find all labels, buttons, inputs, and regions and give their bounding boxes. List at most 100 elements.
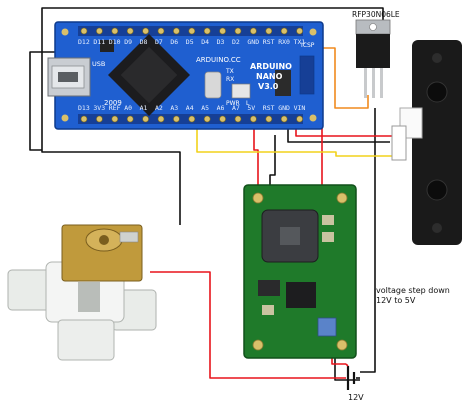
- icsp-header: [299, 55, 315, 95]
- bottom-pin-label: GND: [278, 104, 290, 112]
- arduino-year-label: 2009: [104, 99, 122, 107]
- wires: [29, 7, 396, 381]
- top-pin-label: D8: [139, 38, 148, 46]
- mosfet-label: RFP30N06LE: [352, 10, 400, 19]
- potentiometer: [317, 317, 337, 337]
- top-pin-label: RST: [262, 38, 275, 46]
- wire-black-source-to-gnd: [360, 108, 376, 373]
- bottom-pin-hole: [142, 115, 149, 123]
- wire-yellow-signal: [196, 128, 396, 157]
- arduino-icsp-label: ICSP: [301, 42, 315, 49]
- wire-red-5v-to-buck: [253, 128, 259, 196]
- top-pin-label: D4: [201, 38, 210, 46]
- mount-hole-tr: [309, 28, 317, 36]
- bottom-pin-label: 5V: [247, 104, 256, 112]
- bottom-pin-label: A5: [201, 104, 210, 112]
- capacitor-2: [322, 232, 334, 242]
- bottom-pin-label: A2: [155, 104, 163, 112]
- bottom-pin-hole: [188, 115, 196, 123]
- usb-connector-icon: [47, 57, 91, 97]
- step-down-label-1: voltage step down: [376, 286, 450, 295]
- ft-chip: [100, 40, 114, 52]
- top-pin-label: D7: [155, 38, 163, 46]
- reset-button: [231, 83, 251, 99]
- capacitor-3: [262, 305, 274, 315]
- wire-red-valve: [150, 271, 346, 379]
- bottom-pin-hole: [80, 115, 88, 123]
- bottom-pin-label: A0: [124, 104, 133, 112]
- led-label-rx: RX: [226, 76, 235, 83]
- bottom-pin-hole: [280, 115, 288, 123]
- bottom-pin-label: A7: [232, 104, 240, 112]
- top-pin-hole: [188, 27, 196, 35]
- bottom-pin-hole: [296, 115, 303, 123]
- top-pin-label: GND: [247, 38, 260, 46]
- mount-hole-br: [309, 114, 317, 122]
- top-pin-hole: [219, 27, 226, 35]
- step-down-label-2: 12V to 5V: [376, 296, 416, 305]
- bottom-pin-hole: [126, 115, 134, 123]
- top-pin-label: D6: [170, 38, 179, 46]
- top-pin-label: D10: [108, 38, 121, 46]
- bottom-pin-hole: [234, 115, 242, 123]
- top-pin-label: D11: [93, 38, 106, 46]
- led-label-l: L: [246, 100, 250, 107]
- mosfet-icon: [355, 19, 391, 98]
- top-pin-label: D9: [124, 38, 133, 46]
- bottom-pin-hole: [173, 115, 180, 123]
- arduino-nano-board: [47, 21, 324, 130]
- top-pin-label: D3: [216, 38, 225, 46]
- arduino-name-text-1: ARDUINO: [250, 62, 292, 71]
- top-pin-label: D5: [185, 38, 194, 46]
- bottom-pin-hole: [203, 115, 211, 123]
- top-pin-hole: [265, 27, 273, 35]
- wire-black-drain-to-valve: [41, 7, 384, 225]
- buck-ic: [286, 282, 316, 308]
- bottom-pin-hole: [219, 115, 226, 123]
- arduino-usb-label: USB: [92, 60, 106, 68]
- wire-black-left-arduino: [29, 51, 55, 151]
- top-pin-label: RX0: [278, 38, 290, 46]
- mount-hole-bl: [61, 114, 69, 122]
- bottom-pin-hole: [157, 115, 165, 123]
- led-label-pwr: PWR: [226, 100, 240, 107]
- crystal: [204, 71, 222, 99]
- bottom-pin-hole: [96, 115, 103, 123]
- top-pin-hole: [203, 27, 211, 35]
- battery-label: 12V: [348, 393, 364, 402]
- buck-converter-board: [243, 184, 357, 359]
- top-pin-hole: [296, 27, 303, 35]
- top-pin-label: D2: [232, 38, 240, 46]
- diode: [258, 280, 280, 296]
- bottom-pin-label: A6: [216, 104, 225, 112]
- top-pin-hole: [96, 27, 103, 35]
- arduino-name-text-3: V3.0: [258, 82, 279, 91]
- top-pin-hole: [157, 27, 165, 35]
- bottom-pin-label: 3V3: [93, 104, 106, 112]
- bottom-pin-label: RST: [262, 104, 275, 112]
- top-pin-hole: [280, 27, 288, 35]
- top-pin-hole: [126, 27, 134, 35]
- pin-holes: [80, 27, 303, 123]
- top-pin-hole: [80, 27, 88, 35]
- top-pin-label: D12: [78, 38, 90, 46]
- bottom-pin-label: A3: [170, 104, 179, 112]
- top-pin-hole: [234, 27, 242, 35]
- mount-hole-tl: [61, 28, 69, 36]
- wire-red-vin: [295, 128, 396, 137]
- arduino-name-text-2: NANO: [256, 72, 283, 81]
- bottom-pin-label: A4: [185, 104, 194, 112]
- ir-sensor-icon: [391, 40, 462, 245]
- bottom-pin-label: A1: [139, 104, 148, 112]
- bottom-pin-label: D13: [78, 104, 90, 112]
- top-pin-label: TX1: [293, 38, 306, 46]
- buck-board-label: D-SUN: [229, 250, 240, 287]
- top-pin-hole: [250, 27, 257, 35]
- bottom-pin-hole: [111, 115, 119, 123]
- battery-icon: [345, 363, 360, 390]
- top-pin-hole: [111, 27, 119, 35]
- bottom-pin-hole: [265, 115, 273, 123]
- arduino-website-label: ARDUINO.CC: [196, 56, 241, 64]
- solenoid-valve-icon: [7, 224, 157, 361]
